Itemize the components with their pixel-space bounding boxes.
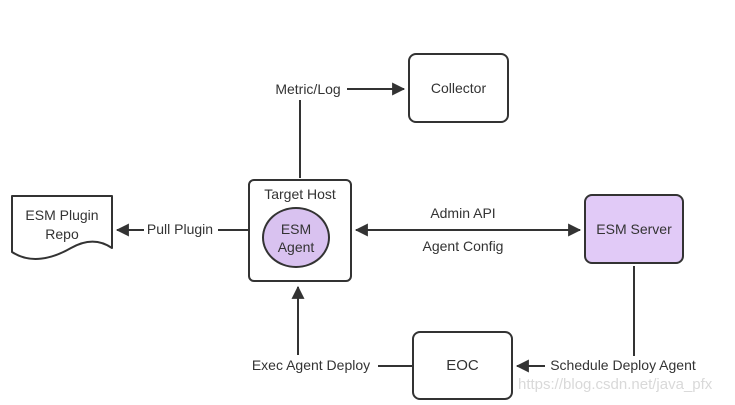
edge-label-pull-plugin: Pull Plugin xyxy=(146,221,214,237)
node-esm-plugin-repo-label: ESM Plugin Repo xyxy=(25,207,99,242)
node-eoc: EOC xyxy=(412,331,513,400)
node-esm-server: ESM Server xyxy=(584,194,684,264)
edge-label-agent-config: Agent Config xyxy=(422,238,504,254)
edge-label-metric-log: Metric/Log xyxy=(275,81,341,97)
edge-label-exec-agent-deploy: Exec Agent Deploy xyxy=(251,357,371,373)
edge-label-admin-api: Admin API xyxy=(430,205,496,221)
watermark-url: https://blog.csdn.net/java_pfx xyxy=(518,376,713,393)
node-esm-agent: ESM Agent xyxy=(262,207,330,268)
node-collector: Collector xyxy=(408,53,509,123)
esm-plugin-repo-shape xyxy=(11,195,113,260)
edge-label-schedule-deploy-agent: Schedule Deploy Agent xyxy=(550,357,696,373)
